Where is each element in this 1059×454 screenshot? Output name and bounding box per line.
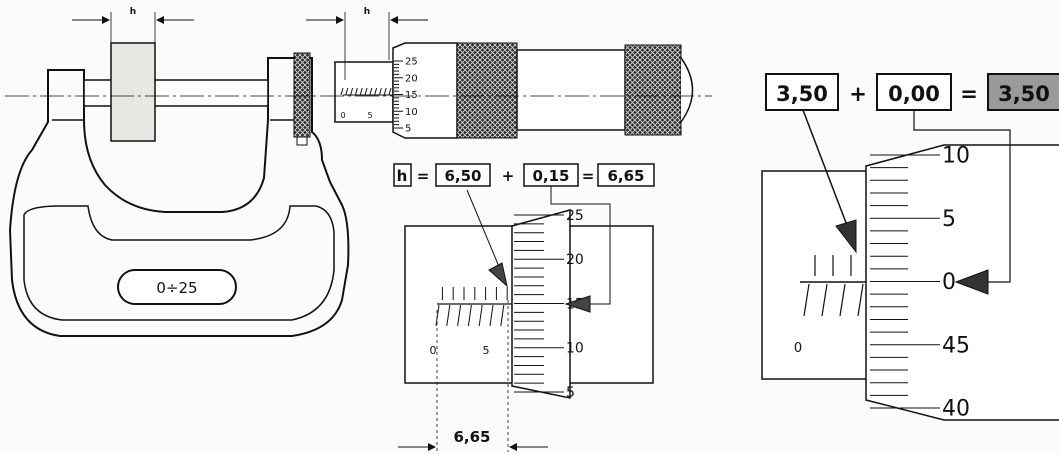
dimension-h-sleeve: h [364,7,370,17]
sleeve-label-0: 0 [340,111,345,120]
thimble-label: 40 [942,397,970,422]
thimble-label: 0 [942,270,956,295]
sleeve-tick [374,87,378,96]
barrel [516,49,626,131]
formula1-eq2: = [582,167,595,185]
micrometer-thimble [392,42,458,139]
sleeve-tick [478,304,483,327]
ex2-sleeve-label-0: 0 [794,341,802,356]
thimble-label: 10 [566,341,584,357]
sleeve-tick [821,283,828,317]
thimble-label: 10 [942,144,970,169]
formula1-plus: + [502,167,515,185]
thimble-label: 25 [405,57,418,68]
formula1-b: 0,15 [532,167,569,185]
ex1-sleeve-label-5: 5 [483,344,490,357]
sleeve-tick [354,87,358,96]
sleeve-tick [340,87,344,96]
thimble-label: 15 [405,90,418,101]
thimble-knurl [456,42,518,139]
sleeve-tick [803,283,810,317]
formula2-b: 0,00 [888,82,940,106]
range-plate [117,269,237,305]
thimble-label: 20 [566,252,584,268]
sleeve-tick [435,304,440,327]
sleeve-tick [350,87,354,96]
thimble-label: 25 [566,208,584,224]
formula1-a: 6,50 [444,167,481,185]
sleeve-tick [369,87,373,96]
thimble-label: 45 [942,333,970,358]
dimension-h-workpiece: h [130,7,136,17]
thimble-label: 5 [942,207,956,232]
workpiece [110,42,156,142]
formula2-plus: + [849,82,867,106]
micrometer-sleeve [334,61,394,123]
sleeve-tick [489,304,494,327]
range-label: 0÷25 [156,279,197,297]
sleeve-tick [345,87,349,96]
ratchet-cap [680,57,694,123]
sleeve-tick [467,304,472,327]
formula2-a: 3,50 [776,82,828,106]
formula1-result: 6,65 [607,167,644,185]
micrometer-frame [8,57,350,337]
sleeve-tick [388,87,392,96]
sleeve-tick [378,87,382,96]
sleeve-tick [359,87,363,96]
sleeve-label-5: 5 [367,111,372,120]
thimble-label: 5 [566,385,575,401]
sleeve-tick [839,283,846,317]
sleeve-tick [457,304,462,327]
sleeve-tick [446,304,451,327]
sleeve-tick [500,304,505,327]
formula2-result-box [987,73,1059,111]
sleeve-tick [383,87,387,96]
formula1-eq: = [417,167,430,185]
ratchet-knurl [624,44,682,136]
lock-ring [293,52,311,138]
thimble-label: 20 [405,73,418,84]
formula1-var: h [397,167,408,185]
ex1-dimension-value: 6,65 [453,428,490,446]
micrometer: 0÷25 0 5 25 20 15 10 5 h h [5,7,712,337]
sleeve-tick [857,283,864,317]
formula2-result: 3,50 [998,82,1050,106]
sleeve-tick [364,87,368,96]
thimble-label: 5 [405,124,411,135]
thimble-label: 10 [405,107,418,118]
formula2-eq: = [960,82,978,106]
ex1-sleeve-label-0: 0 [430,344,437,357]
